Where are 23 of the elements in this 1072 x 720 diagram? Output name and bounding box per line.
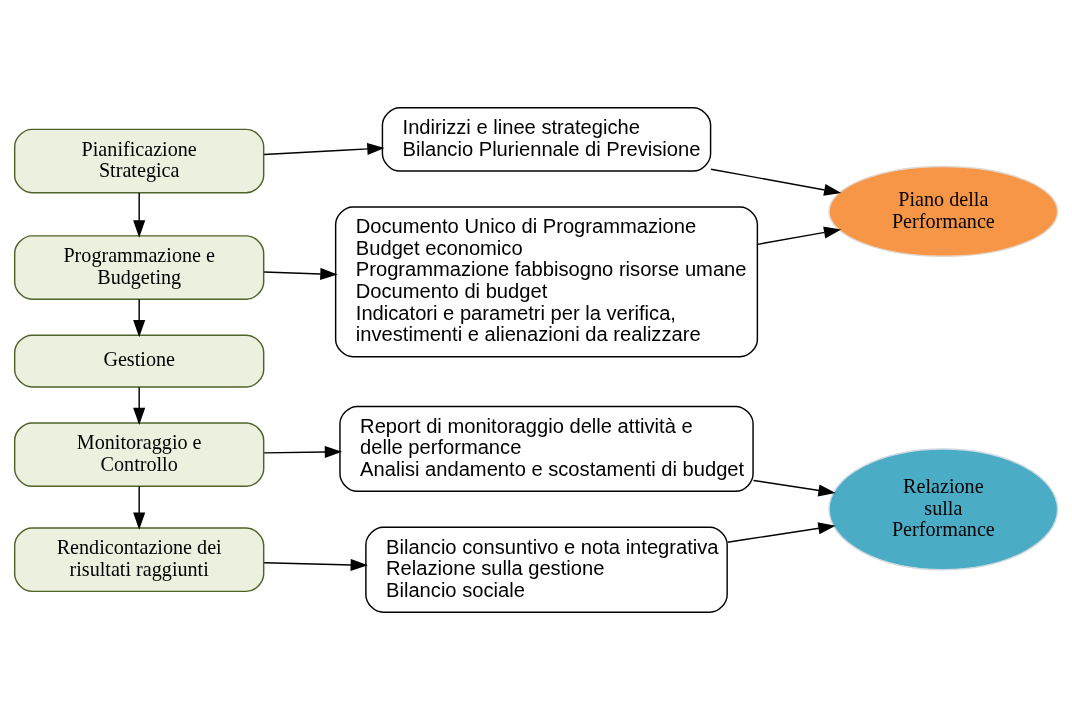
arrow xyxy=(726,522,836,543)
node-ellipse: Piano della Performance xyxy=(828,165,1059,258)
arrow xyxy=(133,386,146,426)
arrow xyxy=(133,192,146,238)
arrow xyxy=(752,479,836,497)
node-box: Gestione xyxy=(13,334,265,388)
node-ellipse: Relazione sulla Performance xyxy=(828,448,1059,571)
node-box: Rendicontazione dei risultati raggiunti xyxy=(13,527,265,593)
arrow xyxy=(263,445,343,459)
arrow xyxy=(756,226,842,246)
node-box: Indirizzi e linee strategiche Bilancio Pluriennale di Previsione xyxy=(381,107,712,172)
node-box: Documento Unico di Programmazione Budget economico Programmazione fabbisogno risorse umane Documento di budget Indicatori e parametri per la verifica, investimenti e alienazioni da realizzare xyxy=(334,206,759,358)
node-box: Programmazione e Budgeting xyxy=(13,235,265,300)
node-box: Pianificazione Strategica xyxy=(13,128,265,194)
arrow xyxy=(263,558,368,571)
node-box: Monitoraggio e Controllo xyxy=(13,422,265,488)
node-box: Bilancio consuntivo e nota integrativa Relazione sulla gestione Bilancio sociale xyxy=(365,526,728,613)
node-box: Report di monitoraggio delle attività e delle performance Analisi andamento e scostamenti di budget xyxy=(339,405,754,493)
arrow xyxy=(133,485,146,530)
arrow xyxy=(263,267,338,280)
arrow xyxy=(133,298,146,338)
arrow xyxy=(263,142,385,156)
arrow xyxy=(710,168,842,196)
